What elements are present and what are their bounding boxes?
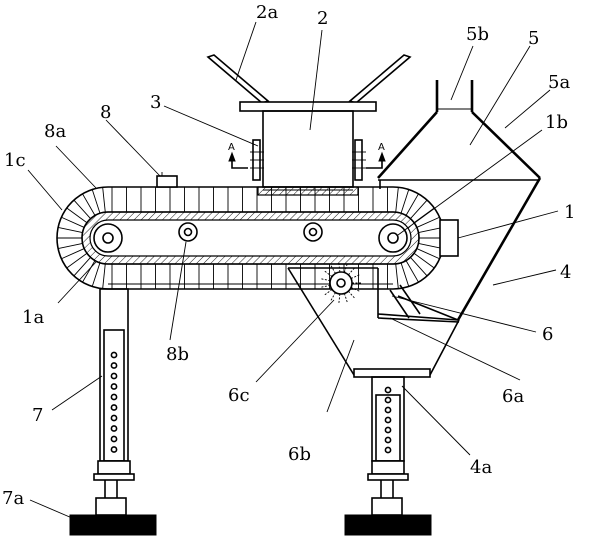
label-5b: 5b [466, 24, 489, 45]
right-leg [344, 376, 432, 536]
drive-motor [439, 219, 459, 257]
label-1c: 1c [4, 150, 26, 171]
label-1: 1 [564, 202, 575, 223]
label-6b: 6b [288, 444, 311, 465]
label-1b: 1b [545, 112, 568, 133]
section-label-a-left: A [228, 142, 235, 153]
label-6c: 6c [228, 385, 250, 406]
label-3: 3 [150, 92, 161, 113]
crushing-roller [321, 263, 361, 303]
label-8b: 8b [166, 344, 189, 365]
label-6: 6 [542, 324, 553, 345]
label-1a: 1a [22, 307, 44, 328]
label-2a: 2a [256, 2, 278, 23]
label-5a: 5a [548, 72, 570, 93]
label-7: 7 [32, 405, 43, 426]
belt-rollers [93, 222, 408, 253]
sensor-box [156, 175, 178, 188]
section-label-a-right: A [378, 142, 385, 153]
conveyor-belt [56, 186, 445, 290]
discharge-funnel [287, 267, 460, 378]
label-4a: 4a [470, 457, 492, 478]
label-5: 5 [528, 28, 539, 49]
hopper-mount [228, 139, 386, 181]
reference-labels: 2a 2 3 8 8a 1c 1a 8b 7 7a 5b 5 5a 1b 1 4… [2, 2, 575, 509]
label-7a: 7a [2, 488, 24, 509]
leader-lines [27, 21, 559, 519]
label-8a: 8a [44, 121, 66, 142]
label-6a: 6a [502, 386, 524, 407]
label-2: 2 [317, 8, 328, 29]
left-leg [69, 288, 157, 536]
right-hopper [377, 80, 542, 321]
label-4: 4 [560, 262, 571, 283]
label-8: 8 [100, 102, 111, 123]
feed-hopper [206, 54, 412, 196]
